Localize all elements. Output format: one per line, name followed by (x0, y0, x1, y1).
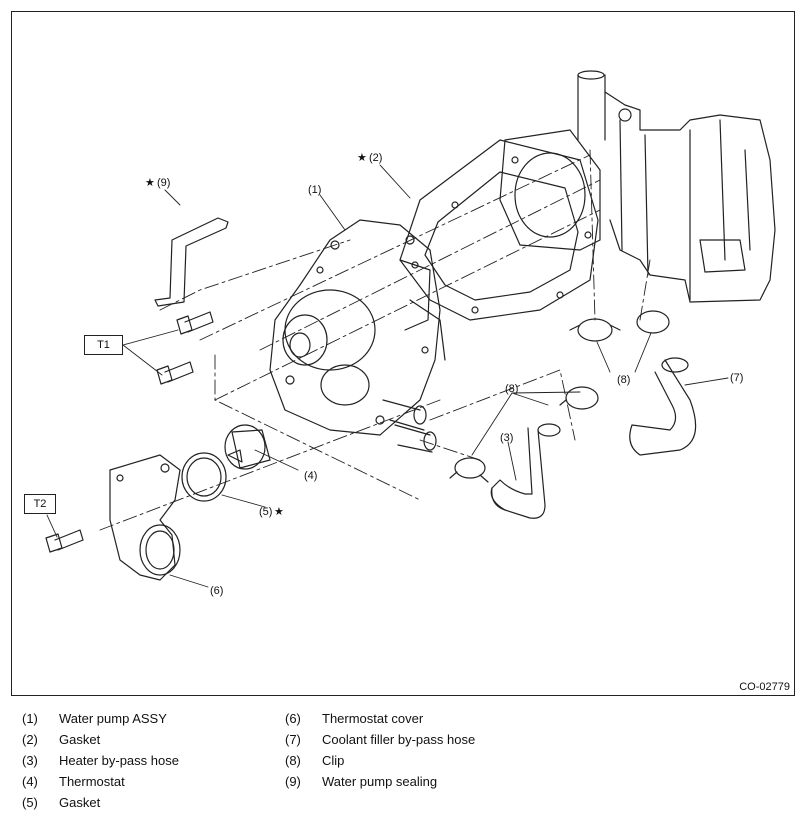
diagram-frame (11, 11, 795, 696)
heater-bypass-hose-shape (490, 423, 561, 519)
callout-9: (9) (157, 177, 170, 189)
legend-number: (2) (22, 732, 38, 747)
legend-number: (1) (22, 711, 38, 726)
legend-number: (3) (22, 753, 38, 768)
torque-label-t1-text: T1 (97, 339, 110, 351)
diagram-code: CO-02779 (739, 681, 790, 693)
torque-label-t2-text: T2 (33, 498, 47, 510)
water-pump-sealing-shape (154, 217, 229, 307)
callout-1: (1) (308, 184, 321, 196)
legend-number: (5) (22, 795, 38, 810)
legend-text: Water pump ASSY (59, 711, 167, 726)
callout-2-star: ★ (357, 152, 367, 164)
thermostat-shape (224, 424, 271, 470)
bolt-t2 (45, 529, 84, 553)
callout-8a: (8) (617, 374, 630, 386)
legend-text: Thermostat cover (322, 711, 424, 726)
callout-2: (2) (369, 152, 382, 164)
thermostat-cover-shape (109, 454, 181, 581)
legend-text: Gasket (59, 795, 101, 810)
legend-text: Heater by-pass hose (59, 753, 179, 768)
torque-label-t1: T1 (84, 335, 123, 355)
legend-text: Clip (322, 753, 345, 768)
legend-number: (8) (285, 753, 301, 768)
callout-5: (5) (259, 506, 272, 518)
exploded-diagram: (1) ★ (2) ★ (9) (4) (5) ★ (6) (7) (8) (8… (45, 70, 776, 597)
legend-number: (6) (285, 711, 301, 726)
torque-label-t2: T2 (24, 494, 56, 514)
gasket-2-shape (399, 139, 599, 321)
legend-text: Coolant filler by-pass hose (322, 732, 476, 747)
legend-text: Water pump sealing (322, 774, 438, 789)
callout-6: (6) (210, 585, 223, 597)
legend-number: (7) (285, 732, 301, 747)
callout-8b: (8) (505, 383, 518, 395)
coolant-filler-hose-shape (629, 357, 697, 456)
callout-3: (3) (500, 432, 513, 444)
callout-9-star: ★ (145, 177, 155, 189)
bolt-t1-lower (156, 361, 194, 385)
legend-number: (9) (285, 774, 301, 789)
water-pump-shape (269, 219, 446, 453)
legend-text: Gasket (59, 732, 101, 747)
callout-4: (4) (304, 470, 317, 482)
callout-7: (7) (730, 372, 743, 384)
legend-text: Thermostat (59, 774, 125, 789)
bolt-t1-upper (176, 311, 214, 335)
callout-5-star: ★ (274, 506, 284, 518)
engine-block (577, 70, 776, 303)
gasket-5-shape (181, 452, 227, 502)
clips-shape (449, 310, 670, 483)
legend-number: (4) (22, 774, 38, 789)
